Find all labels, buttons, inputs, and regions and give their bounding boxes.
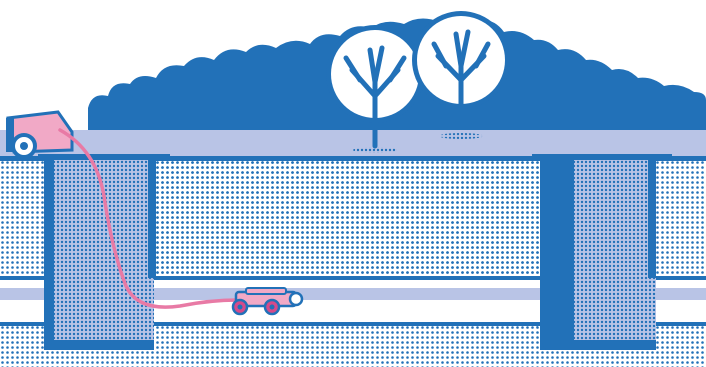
manhole-shaft-left xyxy=(38,154,170,350)
cable-reel-trailer-icon xyxy=(6,112,72,157)
manhole-shaft-right xyxy=(532,154,672,350)
